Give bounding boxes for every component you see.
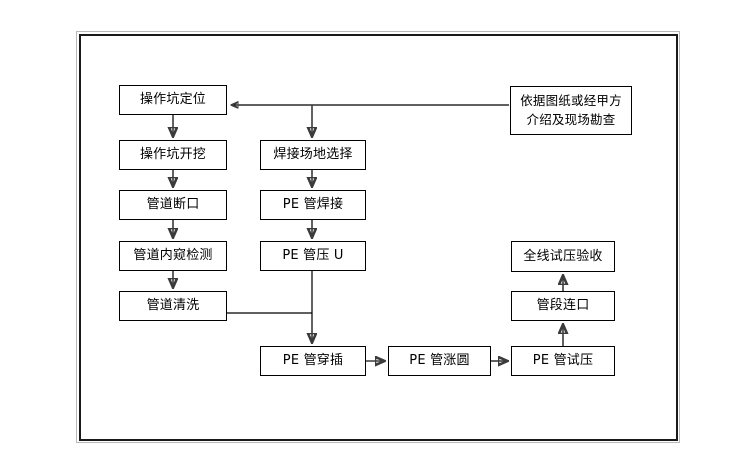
node-pit-excavation[interactable]: 操作坑开挖 [119,140,227,170]
node-welding-site-select[interactable]: 焊接场地选择 [260,140,366,170]
node-pipe-cut[interactable]: 管道断口 [119,190,227,220]
node-pe-pipe-press-u[interactable]: PE 管压 U [260,241,366,271]
node-pe-pipe-pressure-test[interactable]: PE 管试压 [511,346,615,376]
node-pit-location[interactable]: 操作坑定位 [119,85,227,115]
node-pipe-section-joint[interactable]: 管段连口 [511,291,615,321]
node-pe-pipe-welding[interactable]: PE 管焊接 [260,190,366,220]
node-pipe-cleaning[interactable]: 管道清洗 [119,291,227,321]
diagram-outer-frame [76,31,680,443]
node-full-line-acceptance[interactable]: 全线试压验收 [511,241,615,272]
node-pe-pipe-expansion[interactable]: PE 管涨圆 [388,346,491,376]
node-drawing-survey-source[interactable]: 依据图纸或经甲方 介绍及现场勘查 [510,86,632,135]
node-pipe-endoscopy[interactable]: 管道内窥检测 [119,241,227,271]
node-pe-pipe-insertion[interactable]: PE 管穿插 [260,346,366,376]
